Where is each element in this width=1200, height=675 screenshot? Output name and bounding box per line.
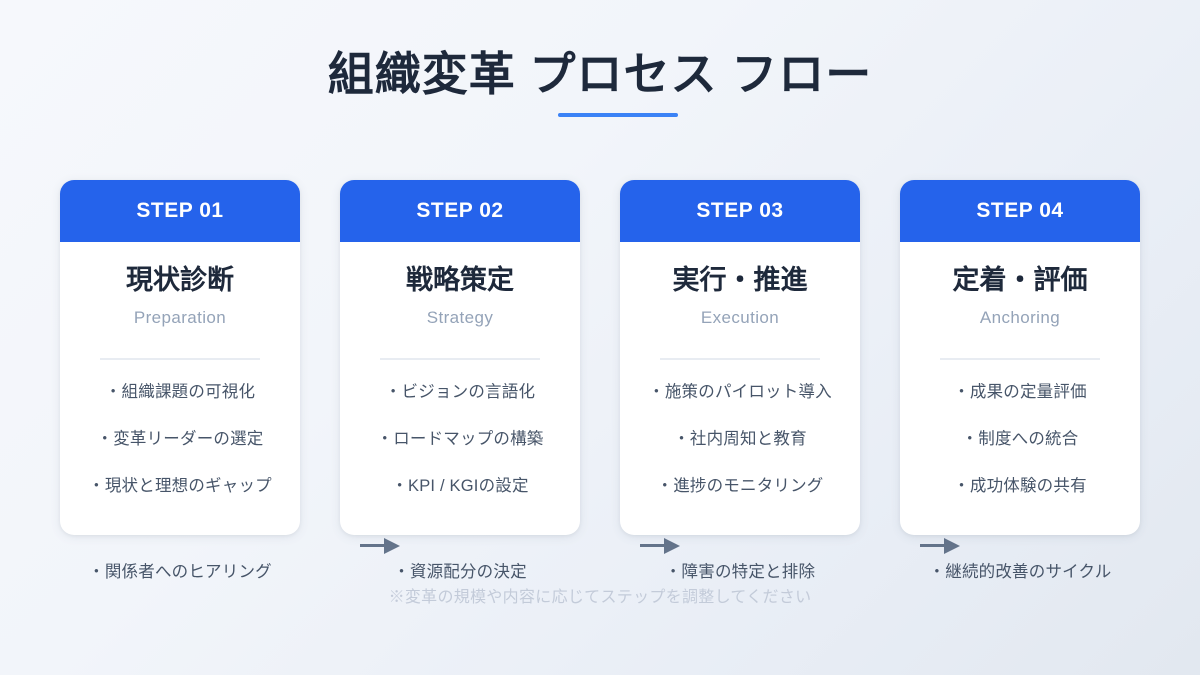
- list-item: ・施策のパイロット導入: [648, 382, 832, 401]
- list-item: ・現状と理想のギャップ: [88, 476, 272, 495]
- list-item-overflow-3: ・障害の特定と排除: [664, 563, 816, 581]
- step-bullet-list-2: ・ビジョンの言語化 ・ロードマップの構築 ・KPI / KGIの設定: [340, 378, 580, 496]
- list-item: ・組織課題の可視化: [104, 382, 256, 401]
- list-item: ・社内周知と教育: [673, 429, 807, 448]
- step-card-body-1: 現状診断 Preparation ・組織課題の可視化 ・変革リーダーの選定 ・現…: [60, 242, 300, 535]
- step-subtitle-3: Execution: [700, 308, 780, 328]
- step-subtitle-2: Strategy: [426, 308, 494, 328]
- step-card-2[interactable]: STEP 02 戦略策定 Strategy ・ビジョンの言語化 ・ロードマップの…: [340, 180, 580, 535]
- list-item: ・成功体験の共有: [953, 476, 1087, 495]
- step-column-3: STEP 03 実行・推進 Execution ・施策のパイロット導入 ・社内周…: [620, 180, 960, 581]
- step-subtitle-4: Anchoring: [979, 308, 1061, 328]
- step-divider-1: [100, 358, 260, 360]
- step-column-4: STEP 04 定着・評価 Anchoring ・成果の定量評価 ・制度への統合…: [900, 180, 1140, 581]
- step-card-1[interactable]: STEP 01 現状診断 Preparation ・組織課題の可視化 ・変革リー…: [60, 180, 300, 535]
- list-item: ・ロードマップの構築: [376, 429, 544, 448]
- step-title-3: 実行・推進: [672, 265, 808, 295]
- step-column-1: STEP 01 現状診断 Preparation ・組織課題の可視化 ・変革リー…: [60, 180, 400, 581]
- step-card-header-1: STEP 01: [60, 180, 300, 242]
- step-card-body-3: 実行・推進 Execution ・施策のパイロット導入 ・社内周知と教育 ・進捗…: [620, 242, 860, 535]
- step-label-3: STEP 03: [696, 199, 784, 222]
- page-title: 組織変革 プロセス フロー: [327, 48, 873, 100]
- flow-arrow-icon-1: [360, 538, 400, 554]
- step-card-body-4: 定着・評価 Anchoring ・成果の定量評価 ・制度への統合 ・成功体験の共…: [900, 242, 1140, 535]
- step-column-2: STEP 02 戦略策定 Strategy ・ビジョンの言語化 ・ロードマップの…: [340, 180, 680, 581]
- step-label-4: STEP 04: [976, 199, 1064, 222]
- process-steps-row: STEP 01 現状診断 Preparation ・組織課題の可視化 ・変革リー…: [60, 180, 1140, 581]
- list-item-overflow-4: ・継続的改善のサイクル: [928, 563, 1112, 581]
- list-item: ・変革リーダーの選定: [96, 429, 264, 448]
- page-title-area: 組織変革 プロセス フロー: [0, 48, 1200, 117]
- flow-arrow-icon-2: [640, 538, 680, 554]
- title-underline-accent: [558, 112, 678, 117]
- step-card-4[interactable]: STEP 04 定着・評価 Anchoring ・成果の定量評価 ・制度への統合…: [900, 180, 1140, 535]
- step-subtitle-1: Preparation: [133, 308, 227, 328]
- step-card-header-3: STEP 03: [620, 180, 860, 242]
- flow-arrow-icon-3: [920, 538, 960, 554]
- step-bullet-list-3: ・施策のパイロット導入 ・社内周知と教育 ・進捗のモニタリング: [620, 378, 860, 496]
- footnote-text: ※変革の規模や内容に応じてステップを調整してください: [388, 589, 812, 606]
- step-card-header-4: STEP 04: [900, 180, 1140, 242]
- step-divider-4: [940, 358, 1100, 360]
- list-item: ・進捗のモニタリング: [656, 476, 824, 495]
- step-title-1: 現状診断: [126, 265, 234, 295]
- step-card-body-2: 戦略策定 Strategy ・ビジョンの言語化 ・ロードマップの構築 ・KPI …: [340, 242, 580, 535]
- step-bullet-list-4: ・成果の定量評価 ・制度への統合 ・成功体験の共有: [900, 378, 1140, 496]
- list-item: ・制度への統合: [961, 429, 1079, 448]
- step-divider-2: [380, 358, 540, 360]
- list-item: ・ビジョンの言語化: [384, 382, 536, 401]
- list-item-overflow-2: ・資源配分の決定: [393, 563, 527, 581]
- list-item-overflow-1: ・関係者へのヒアリング: [88, 563, 272, 581]
- step-bullet-list-1: ・組織課題の可視化 ・変革リーダーの選定 ・現状と理想のギャップ: [60, 378, 300, 496]
- step-label-1: STEP 01: [136, 199, 224, 222]
- step-label-2: STEP 02: [416, 199, 504, 222]
- step-divider-3: [660, 358, 820, 360]
- step-card-3[interactable]: STEP 03 実行・推進 Execution ・施策のパイロット導入 ・社内周…: [620, 180, 860, 535]
- list-item: ・成果の定量評価: [953, 382, 1087, 401]
- step-title-4: 定着・評価: [952, 265, 1088, 295]
- step-card-header-2: STEP 02: [340, 180, 580, 242]
- step-title-2: 戦略策定: [406, 265, 514, 295]
- list-item: ・KPI / KGIの設定: [391, 476, 529, 495]
